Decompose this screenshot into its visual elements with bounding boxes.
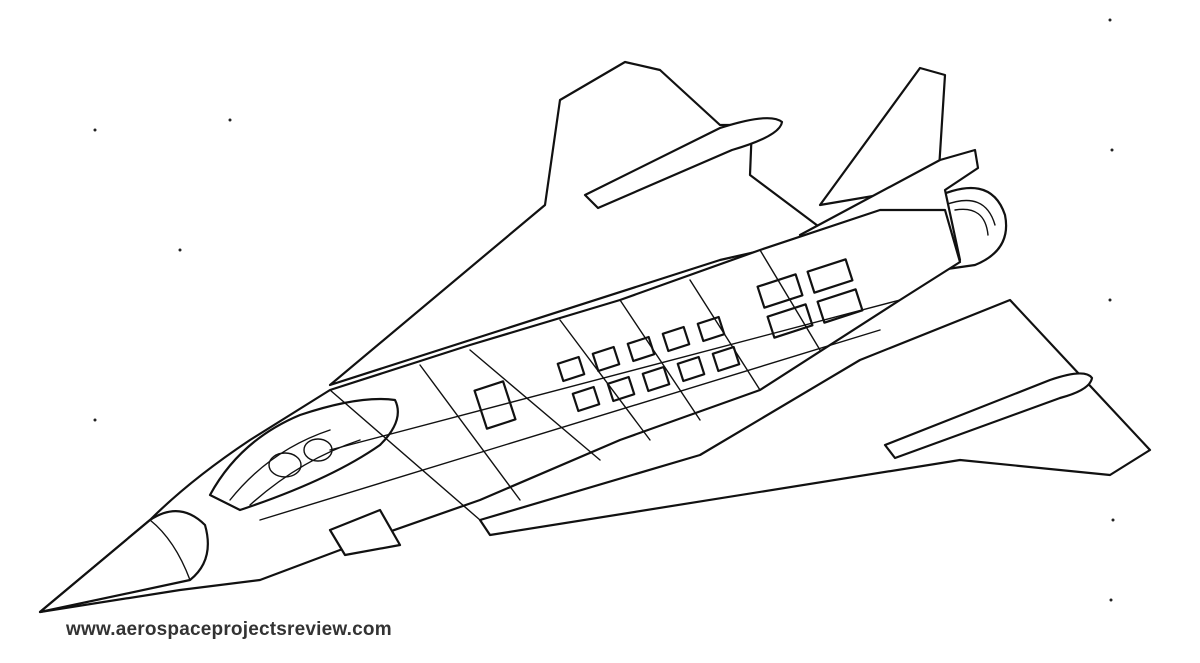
pilot-helmet — [268, 452, 302, 478]
lower-wingtip-missile — [883, 372, 1094, 460]
fuselage — [38, 208, 962, 614]
upper-wingtip-missile — [583, 117, 784, 210]
canopy — [208, 397, 399, 512]
lower-wing — [478, 298, 1152, 537]
fuselage-panels — [473, 258, 864, 430]
air-intake — [328, 508, 402, 557]
watermark-url: www.aerospaceprojectsreview.com — [66, 619, 392, 640]
